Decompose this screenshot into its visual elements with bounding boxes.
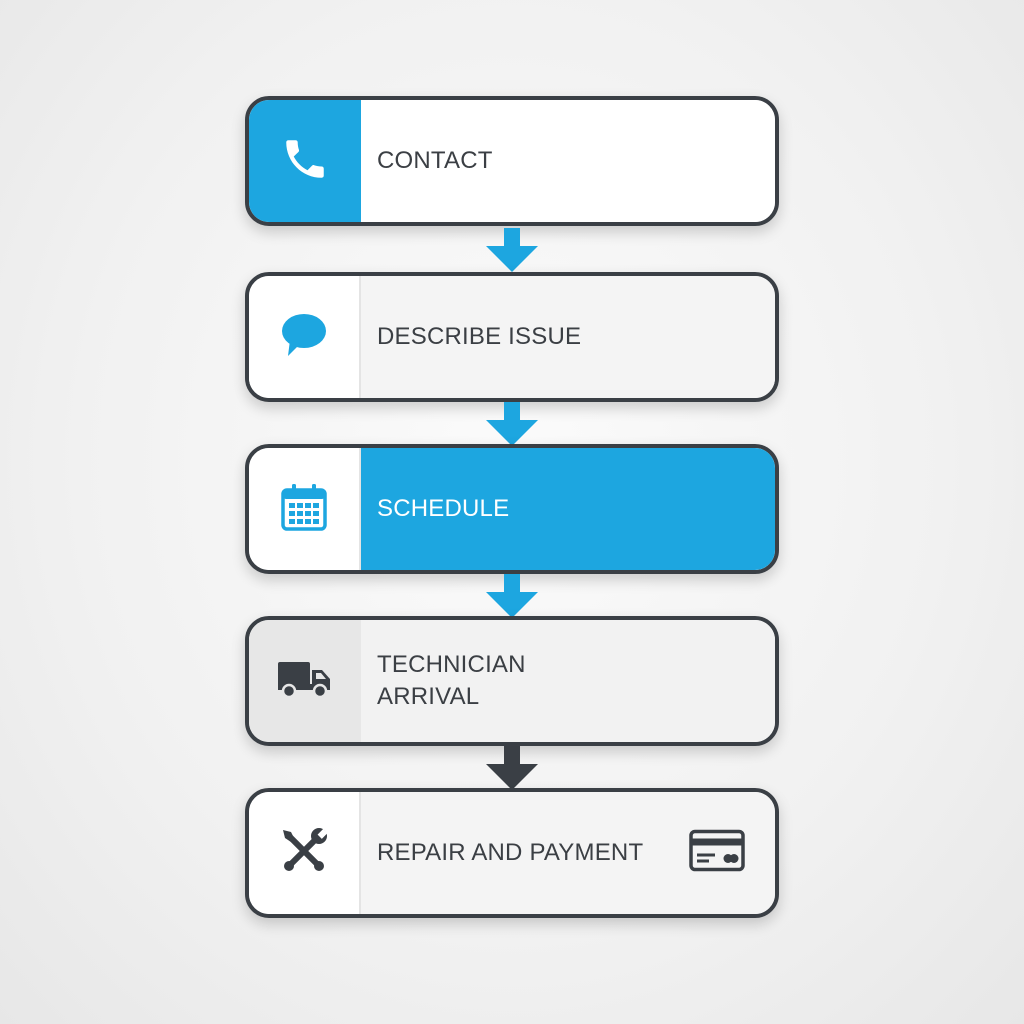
- step-describe-issue-icon-cell: [249, 276, 361, 398]
- step-schedule-label: SCHEDULE: [377, 495, 510, 522]
- step-repair-and-payment-icon-cell: [249, 792, 361, 914]
- step-technician-arrival-label: TECHNICIAN ARRIVAL: [377, 651, 526, 710]
- step-contact-label: CONTACT: [377, 147, 493, 174]
- step-describe-issue-label-cell: DESCRIBE ISSUE: [361, 276, 775, 398]
- step-contact-icon-cell: [249, 100, 361, 222]
- speech-bubble-icon: [278, 310, 330, 365]
- flow-arrow-4: [486, 746, 538, 790]
- step-repair-and-payment[interactable]: REPAIR AND PAYMENT: [245, 788, 779, 918]
- step-technician-arrival-label-cell: TECHNICIAN ARRIVAL: [361, 620, 775, 742]
- step-repair-and-payment-label-cell: REPAIR AND PAYMENT: [361, 792, 775, 914]
- step-schedule[interactable]: SCHEDULE: [245, 444, 779, 574]
- step-schedule-icon-cell: [249, 448, 361, 570]
- step-repair-and-payment-label: REPAIR AND PAYMENT: [377, 839, 644, 866]
- flow-arrow-3: [486, 574, 538, 618]
- truck-icon: [276, 658, 334, 705]
- calendar-icon: [281, 483, 327, 536]
- step-schedule-label-cell: SCHEDULE: [361, 448, 775, 570]
- step-technician-arrival-icon-cell: [249, 620, 361, 742]
- step-contact-label-cell: CONTACT: [361, 100, 775, 222]
- flow-arrow-1: [486, 228, 538, 272]
- step-technician-arrival[interactable]: TECHNICIAN ARRIVAL: [245, 616, 779, 746]
- step-contact[interactable]: CONTACT: [245, 96, 779, 226]
- flow-arrow-2: [486, 402, 538, 446]
- step-describe-issue[interactable]: DESCRIBE ISSUE: [245, 272, 779, 402]
- phone-icon: [280, 134, 330, 189]
- tools-icon: [279, 826, 329, 881]
- step-describe-issue-label: DESCRIBE ISSUE: [377, 323, 582, 350]
- credit-card-icon: [689, 829, 745, 877]
